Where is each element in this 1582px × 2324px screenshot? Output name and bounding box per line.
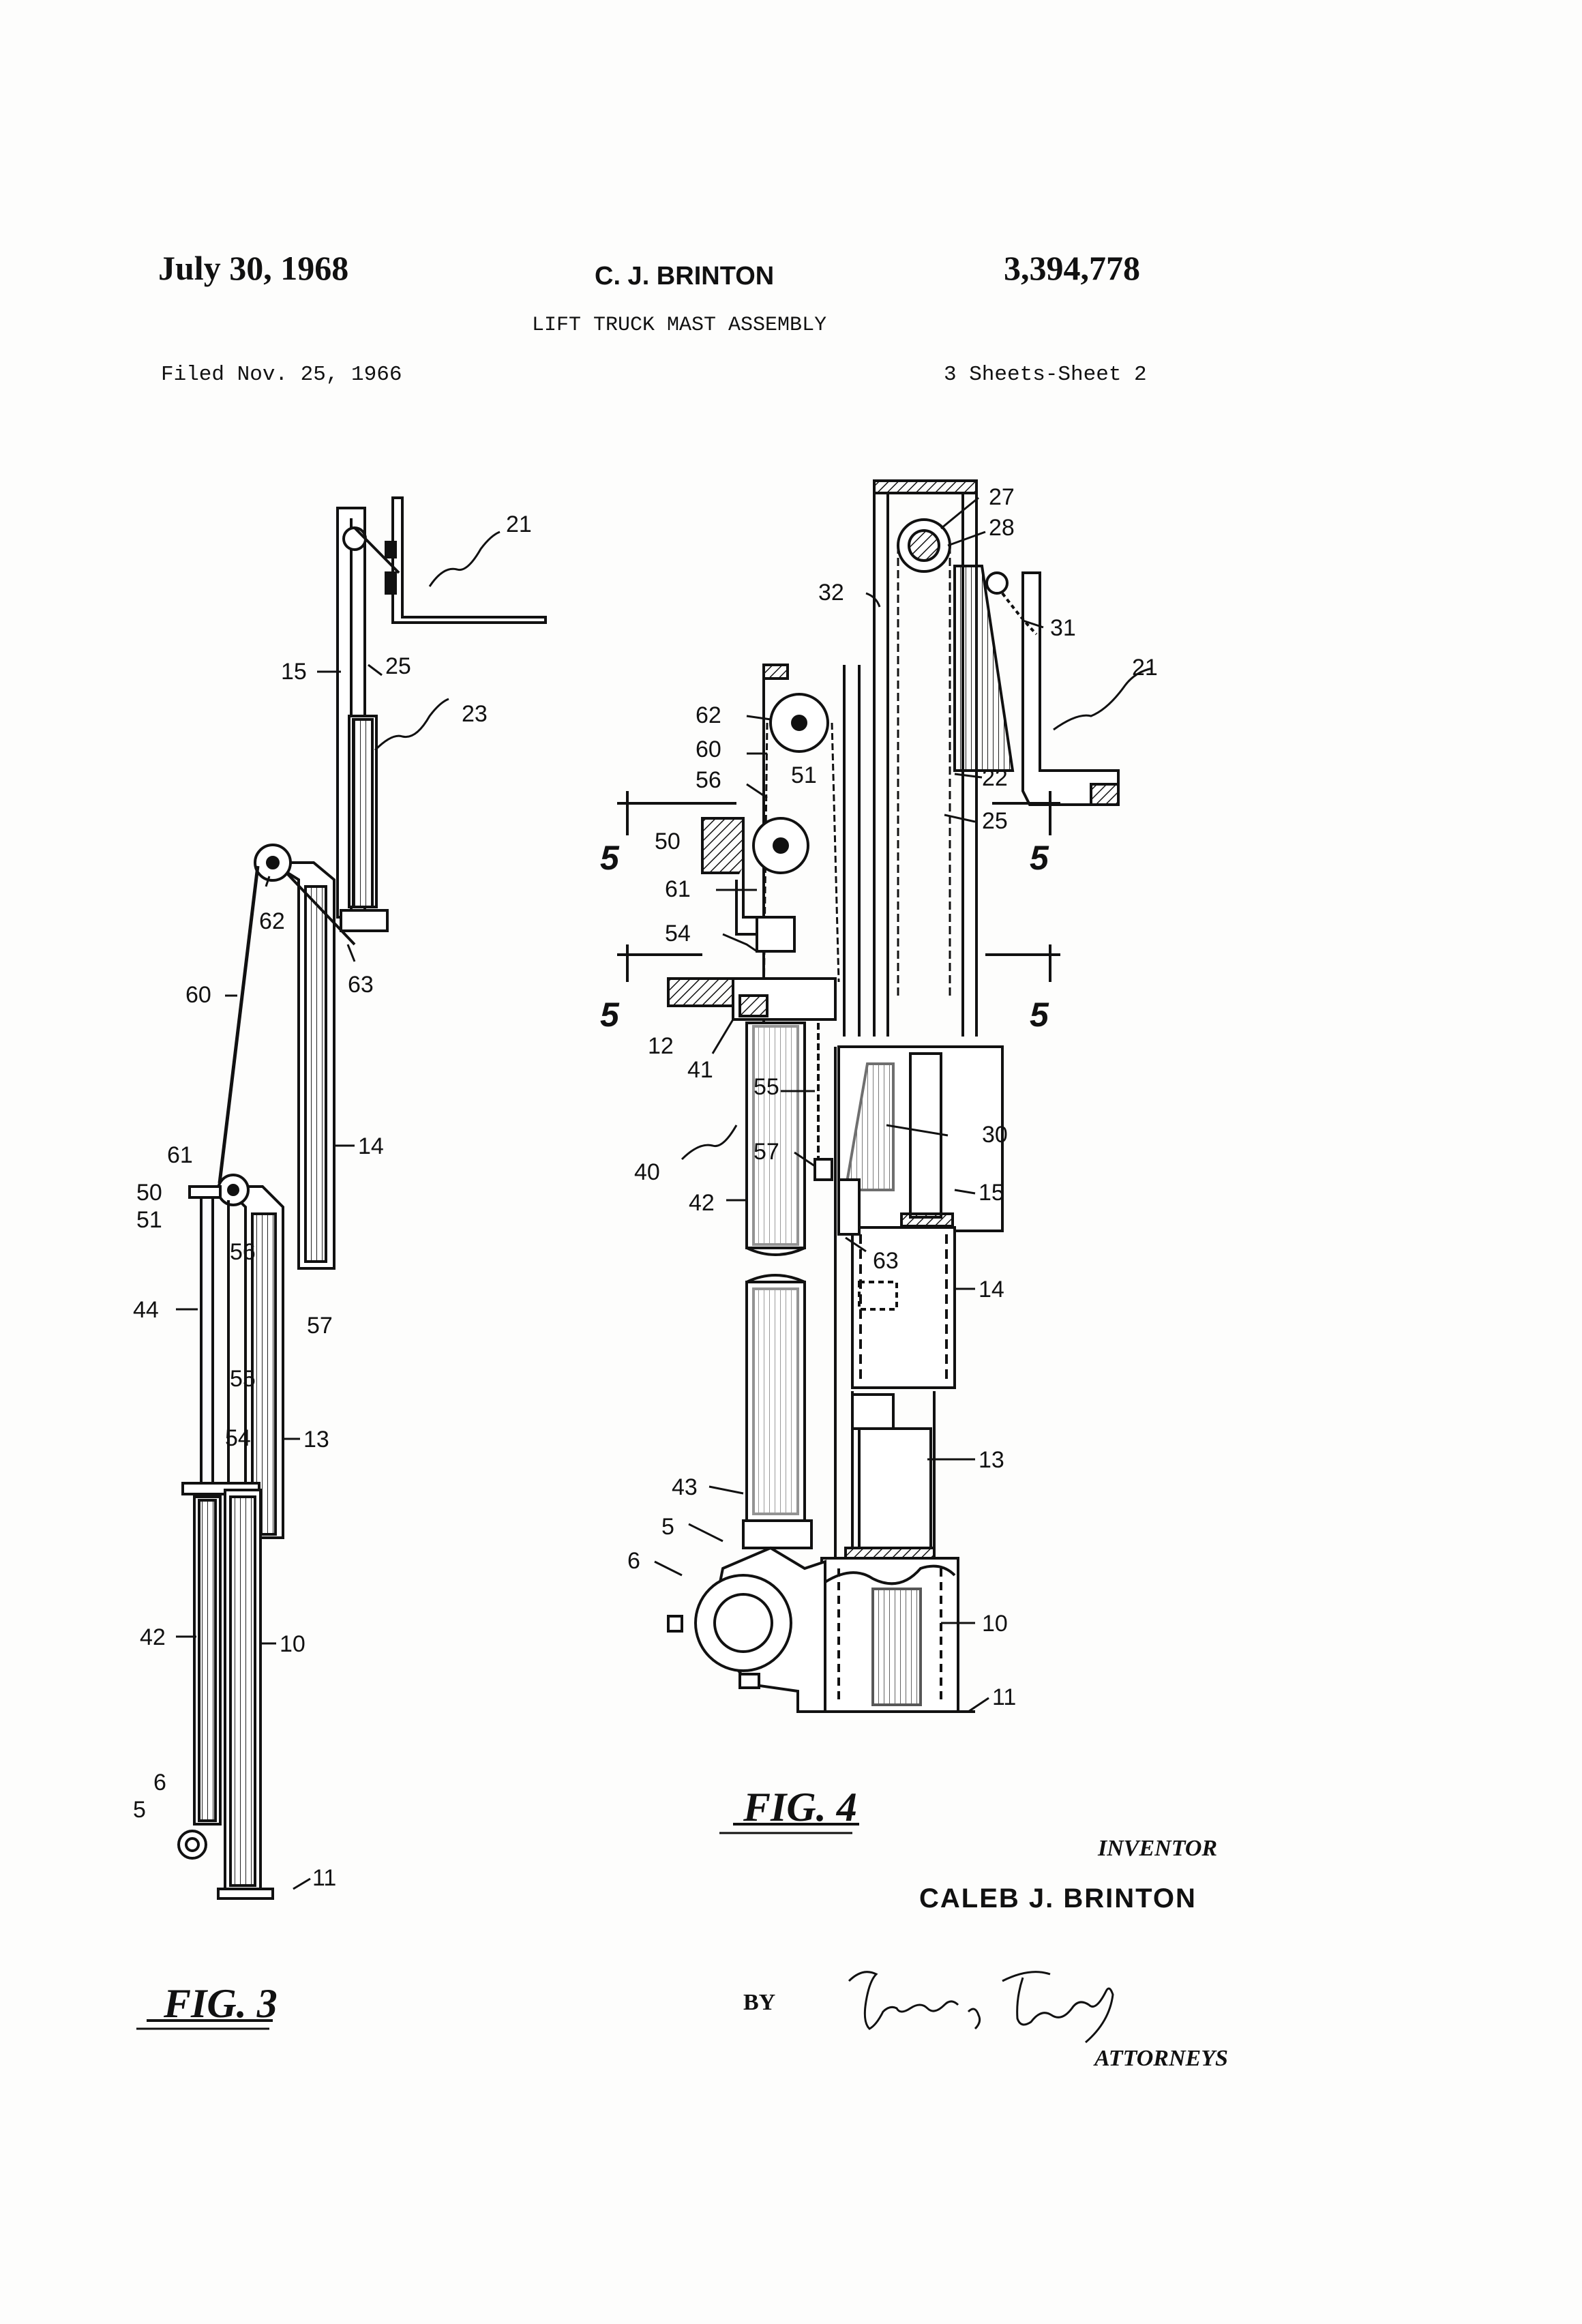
mast-section-10-fig4 xyxy=(815,1557,975,1713)
figure-4 xyxy=(617,479,1153,1713)
ref-55: 55 xyxy=(230,1366,256,1392)
ref-62: 62 xyxy=(259,908,285,934)
ref-54: 54 xyxy=(665,921,691,947)
ref-6: 6 xyxy=(627,1548,640,1574)
sprocket-27-28-fig4 xyxy=(897,518,951,996)
ref-12: 12 xyxy=(648,1033,674,1059)
lift-cylinder-42-fig4 xyxy=(742,1022,813,1549)
ref-14: 14 xyxy=(979,1277,1004,1302)
ref-41: 41 xyxy=(687,1057,713,1083)
support-12-fig4 xyxy=(667,977,837,1021)
attorney-signature xyxy=(848,1971,1114,2044)
mount-5-6-fig4 xyxy=(667,1546,826,1713)
ref-50: 50 xyxy=(136,1180,162,1206)
ref-6: 6 xyxy=(153,1770,166,1796)
ref-44: 44 xyxy=(133,1297,159,1323)
sprocket-56-fig4 xyxy=(701,817,809,953)
lift-cylinder-42-fig3 xyxy=(181,1197,260,1826)
ref-21: 21 xyxy=(506,511,532,537)
section-mark-labels: 5 5 5 5 xyxy=(600,839,1049,1034)
ref-10: 10 xyxy=(280,1631,305,1657)
ref-11: 11 xyxy=(312,1865,336,1891)
ref-61: 61 xyxy=(167,1142,193,1168)
ref-11: 11 xyxy=(992,1684,1016,1710)
fig4-caption-text: FIG. 4 xyxy=(743,1785,857,1830)
ref-21: 21 xyxy=(1132,655,1158,681)
ref-56: 56 xyxy=(230,1239,256,1265)
ref-40: 40 xyxy=(634,1159,660,1185)
ref-25: 25 xyxy=(982,808,1008,834)
section-5-lower-left: 5 xyxy=(600,996,620,1034)
ref-57: 57 xyxy=(753,1139,779,1165)
fig3-labels: 21 15 25 23 62 63 60 14 61 50 51 56 57 4… xyxy=(133,511,532,1891)
by-label: BY xyxy=(743,1990,776,2015)
sheet-count: 3 Sheets-Sheet 2 xyxy=(944,363,1147,387)
ref-32: 32 xyxy=(818,580,844,606)
ref-5: 5 xyxy=(133,1797,146,1823)
carriage-22-fork-21-fig4 xyxy=(953,565,1120,806)
fig3-caption: FIG. 3 xyxy=(136,1981,278,2030)
ref-15: 15 xyxy=(281,659,307,685)
ref-31: 31 xyxy=(1050,615,1076,641)
ref-43: 43 xyxy=(672,1474,698,1500)
section-arrows xyxy=(617,791,1060,982)
sprocket-62-fig4 xyxy=(761,693,840,1119)
mast-section-13-fig3 xyxy=(188,1174,284,1539)
ref-13: 13 xyxy=(303,1427,329,1452)
ref-61: 61 xyxy=(665,876,691,902)
fig4-labels: 27 28 32 31 21 62 60 56 51 22 25 50 61 5… xyxy=(627,484,1158,1710)
ref-51: 51 xyxy=(791,762,817,788)
ref-60: 60 xyxy=(185,982,211,1008)
patent-date: July 30, 1968 xyxy=(158,249,349,287)
ref-42: 42 xyxy=(689,1190,715,1216)
ref-5: 5 xyxy=(661,1514,674,1540)
section-5-lower-right: 5 xyxy=(1030,996,1049,1034)
ref-30: 30 xyxy=(982,1122,1008,1148)
ref-15: 15 xyxy=(979,1180,1004,1206)
ref-54: 54 xyxy=(225,1425,251,1451)
fork-21-fig3 xyxy=(385,496,547,624)
fig4-caption: FIG. 4 xyxy=(719,1785,859,1834)
ref-10: 10 xyxy=(982,1611,1008,1637)
ref-23: 23 xyxy=(462,701,488,727)
section-5-upper-right: 5 xyxy=(1030,839,1049,877)
inventor-full-name: CALEB J. BRINTON xyxy=(919,1883,1197,1913)
ref-62: 62 xyxy=(696,702,721,728)
ref-55: 55 xyxy=(753,1074,779,1100)
ref-57: 57 xyxy=(307,1313,333,1339)
ref-42: 42 xyxy=(140,1624,166,1650)
inventor-name: C. J. BRINTON xyxy=(595,262,775,290)
attorneys-label: ATTORNEYS xyxy=(1094,2046,1228,2071)
ref-27: 27 xyxy=(989,484,1015,510)
inventor-label: INVENTOR xyxy=(1098,1836,1218,1861)
mast-section-10-fig3 xyxy=(177,1489,274,1900)
ref-22: 22 xyxy=(982,765,1008,791)
fig3-caption-text: FIG. 3 xyxy=(163,1981,278,2026)
figure-3 xyxy=(176,496,547,1900)
ref-14: 14 xyxy=(358,1133,384,1159)
ref-60: 60 xyxy=(696,736,721,762)
patent-number: 3,394,778 xyxy=(1004,249,1140,287)
ref-50: 50 xyxy=(655,829,681,854)
ref-25: 25 xyxy=(385,653,411,679)
mast-section-13-fig4 xyxy=(834,1047,936,1562)
ref-13: 13 xyxy=(979,1447,1004,1473)
ref-28: 28 xyxy=(989,515,1015,541)
cylinder-23-fig3 xyxy=(340,715,389,932)
ref-51: 51 xyxy=(136,1207,162,1233)
ref-56: 56 xyxy=(696,767,721,793)
filed-date: Filed Nov. 25, 1966 xyxy=(161,363,402,387)
section-5-upper-left: 5 xyxy=(600,839,620,877)
ref-63: 63 xyxy=(348,972,374,998)
mast-section-14-fig3 xyxy=(254,844,335,1270)
ref-63: 63 xyxy=(873,1248,899,1274)
patent-title: LIFT TRUCK MAST ASSEMBLY xyxy=(532,314,827,337)
